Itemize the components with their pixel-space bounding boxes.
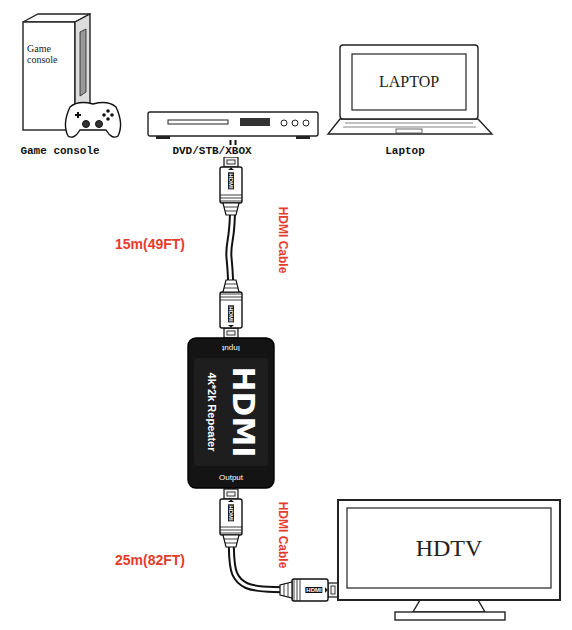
cable-sheath: [231, 488, 338, 590]
player-button: [292, 120, 298, 126]
gamepad-button: [102, 113, 106, 117]
plug-label: HDMI: [228, 172, 234, 189]
laptop-base: [328, 119, 492, 134]
player-body: [148, 112, 318, 136]
gamepad-button: [106, 109, 110, 113]
plug-label: HDMI: [228, 305, 234, 322]
laptop-screen: [352, 54, 466, 110]
gamepad-stick: [83, 121, 90, 128]
player-button: [303, 120, 309, 126]
port-label: Input: [222, 344, 240, 353]
disc-tray: [168, 120, 228, 124]
player-foot: [156, 136, 170, 139]
hdtv: HDTV: [338, 500, 560, 600]
cable-label: HDMI Cable: [276, 502, 290, 569]
gamepad-button: [106, 117, 110, 121]
port-label: Output: [219, 473, 243, 482]
product-name: 4k*2k Repeater: [206, 373, 218, 452]
gamepad-stick: [96, 121, 103, 128]
repeater-highlight: [194, 358, 268, 466]
laptop: LAPTOPLaptop: [340, 45, 478, 119]
cable-core: [231, 488, 338, 590]
game-console: Game consoleGame console: [18, 12, 123, 132]
device-caption: DVD/STB/XBOX: [170, 145, 253, 157]
hdmi-cable: [231, 488, 338, 590]
hdmi-logo: HDMI: [226, 366, 261, 457]
plug-label: HDMI: [305, 587, 322, 593]
game-console-outline: [18, 12, 123, 132]
device-caption: Game console: [18, 145, 101, 157]
console-slot: [80, 29, 86, 96]
cable-label: HDMI Cable: [276, 207, 290, 274]
device-caption: Laptop: [383, 145, 427, 157]
laptop-lid: [340, 45, 478, 119]
dvd-player: DVD/STB/XBOX: [148, 108, 318, 140]
laptop-keyboard: [343, 123, 476, 127]
hdmi-plug: [220, 280, 242, 338]
player-button: [281, 120, 287, 126]
laptop-touchpad: [396, 129, 422, 133]
repeater-body: [188, 338, 274, 488]
tv-stand-neck: [413, 600, 485, 612]
hdmi-plug: [220, 489, 242, 547]
device-text: Game console: [27, 43, 71, 65]
gamepad-button: [110, 113, 114, 117]
player-display: [240, 118, 270, 126]
dvd-player-outline: [148, 108, 318, 140]
hdmi-plug: [220, 157, 242, 215]
gamepad: [65, 103, 120, 138]
screen-text: LAPTOP: [379, 73, 439, 91]
cable-length: 15m(49FT): [115, 236, 185, 252]
player-foot: [296, 136, 310, 139]
hdmi-repeater: InputHDMI 4k*2k RepeaterOutput: [188, 338, 274, 488]
screen-text: HDTV: [416, 535, 483, 562]
tv-screen: [347, 508, 551, 588]
cable-length: 25m(82FT): [115, 552, 185, 568]
gamepad-dpad: [75, 112, 81, 118]
plug-label: HDMI: [228, 504, 234, 521]
tv-stand-base: [395, 612, 505, 620]
hdmi-plug: [280, 579, 338, 601]
tv-bezel: [338, 500, 560, 600]
